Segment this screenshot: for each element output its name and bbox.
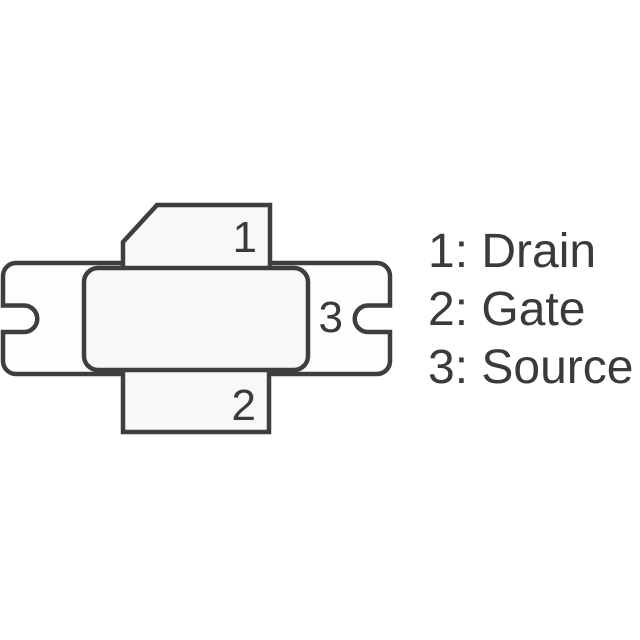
legend-line-source: 3: Source bbox=[428, 341, 633, 394]
legend-line-gate: 2: Gate bbox=[428, 283, 585, 336]
pin1-marker: 1 bbox=[233, 213, 257, 262]
pin2-marker: 2 bbox=[232, 381, 256, 430]
pin3-marker: 3 bbox=[319, 293, 343, 342]
package-body bbox=[81, 265, 311, 373]
legend-line-drain: 1: Drain bbox=[428, 225, 596, 278]
pin-legend: 1: Drain 2: Gate 3: Source bbox=[428, 225, 633, 394]
